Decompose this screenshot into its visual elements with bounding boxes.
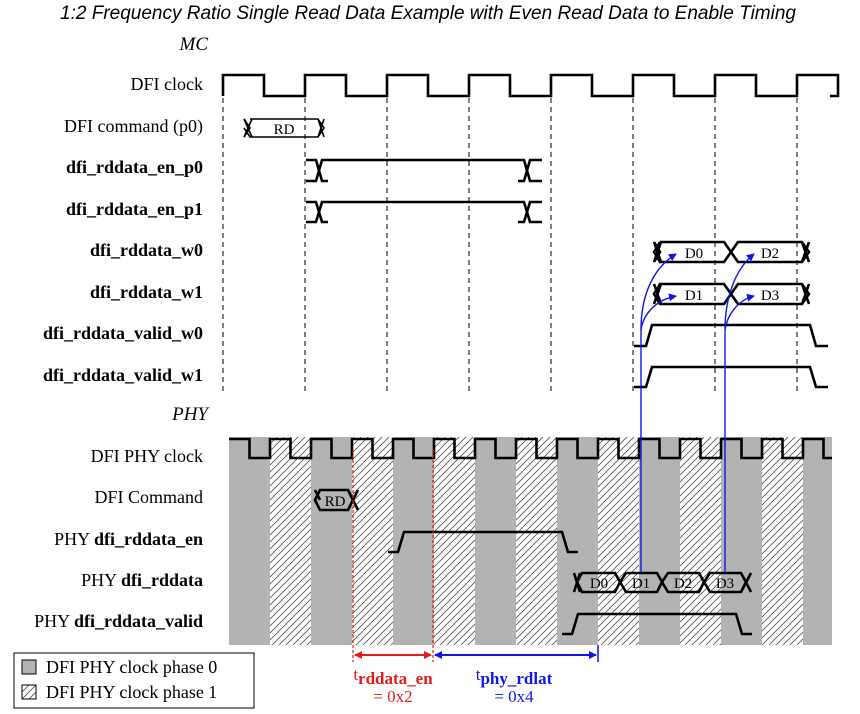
label-rddata-en-p0: dfi_rddata_en_p0: [66, 157, 203, 177]
rddata-en-p0-waveform: [306, 158, 542, 183]
legend: DFI PHY clock phase 0 DFI PHY clock phas…: [13, 652, 255, 709]
dfi-clock-waveform: [221, 73, 840, 98]
phase0-column: [311, 437, 352, 645]
phy-rddata-d3: D3: [716, 576, 734, 592]
phase1-column: [434, 437, 475, 645]
label-dfi-command: DFI command (p0): [64, 116, 203, 137]
rddata-w0-d2: D2: [761, 246, 779, 262]
phy-rddata-en-waveform: [388, 530, 578, 554]
rddata-w0-d0: D0: [685, 246, 703, 262]
legend-phase1-swatch: [21, 684, 37, 700]
data-mapping-lines: [640, 253, 755, 573]
label-phy-rddata-valid: PHY dfi_rddata_valid: [34, 611, 203, 631]
label-rddata-valid-w1: dfi_rddata_valid_w1: [43, 365, 203, 385]
rddata-valid-w0-waveform: [634, 323, 828, 348]
phy-rddata-bus: [572, 571, 753, 594]
phase0-column: [475, 437, 516, 645]
phase1-column: [516, 437, 557, 645]
phase1-column: [680, 437, 721, 645]
phy-rddata-d0: D0: [590, 576, 608, 592]
rddata-en-p0-cross: [306, 158, 542, 183]
mc-command-value: RD: [274, 122, 295, 138]
label-rddata-w0: dfi_rddata_w0: [90, 240, 203, 260]
legend-phase1-label: DFI PHY clock phase 1: [46, 682, 217, 702]
phase1-column: [270, 437, 311, 645]
phy-clock-waveform: [229, 437, 832, 460]
phy-rddata-valid-waveform: [562, 612, 752, 636]
rddata-w1-d1: D1: [685, 288, 703, 304]
phy-command-value: RD: [325, 494, 346, 510]
phy-rdlat-label: tphy_rdlat: [476, 665, 553, 688]
rddata-en-label: trddata_en: [353, 665, 433, 688]
legend-phase0-label: DFI PHY clock phase 0: [46, 657, 217, 677]
phase1-column: [352, 437, 393, 645]
rddata-valid-w1-waveform: [634, 365, 828, 389]
label-phy-clock: DFI PHY clock: [91, 446, 203, 466]
phase0-column: [803, 437, 832, 645]
phase0-column: [229, 437, 270, 645]
phy-rddata-d2: D2: [674, 576, 692, 592]
rddata-en-value: = 0x2: [373, 687, 412, 706]
section-label-phy: PHY: [171, 404, 210, 425]
phase1-column: [762, 437, 803, 645]
rddata-w0-bus: [652, 240, 811, 264]
phase0-column: [639, 437, 680, 645]
rddata-en-p1-waveform: [306, 200, 542, 224]
mc-command-bus: [243, 118, 325, 138]
label-rddata-en-p1: dfi_rddata_en_p1: [66, 199, 203, 219]
label-phy-rddata-en: PHY dfi_rddata_en: [54, 529, 203, 549]
label-dfi-clock: DFI clock: [131, 74, 203, 94]
rddata-en-p1-cross: [306, 200, 542, 224]
label-rddata-valid-w0: dfi_rddata_valid_w0: [43, 323, 203, 343]
mc-grid-lines: [222, 98, 798, 395]
label-phy-command: DFI Command: [94, 487, 203, 507]
rddata-w1-bus: [652, 282, 811, 306]
label-phy-rddata: PHY dfi_rddata: [81, 570, 203, 590]
phase0-column: [721, 437, 762, 645]
phase0-column: [393, 437, 434, 645]
phy-rddata-d1: D1: [632, 576, 650, 592]
phy-rdlat-value: = 0x4: [494, 687, 534, 706]
diagram-title: 1:2 Frequency Ratio Single Read Data Exa…: [60, 3, 796, 24]
rddata-w1-d3: D3: [761, 288, 779, 304]
section-label-mc: MC: [179, 34, 209, 55]
phy-phase-band: [229, 437, 832, 645]
legend-phase0-swatch: [21, 659, 37, 675]
phase1-column: [598, 437, 639, 645]
label-rddata-w1: dfi_rddata_w1: [90, 282, 203, 302]
